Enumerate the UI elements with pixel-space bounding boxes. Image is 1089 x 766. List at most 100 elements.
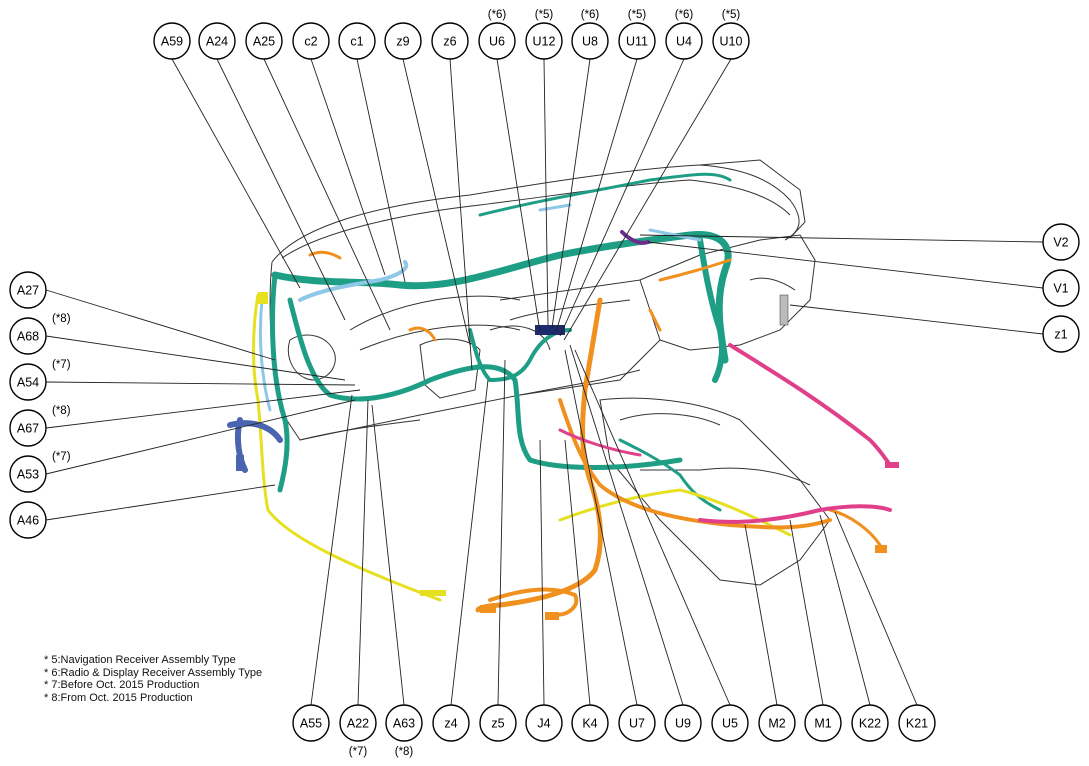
callout-c2: c2 [292, 22, 330, 60]
callout-circle [571, 22, 609, 60]
leader-line-u6 [496, 58, 541, 333]
callout-label: U10 [720, 35, 743, 49]
callout-a55: A55 [292, 704, 330, 742]
callout-u4: U4(*6) [665, 9, 703, 60]
callout-label: U6 [489, 35, 505, 49]
leader-line-m1 [789, 519, 824, 706]
callout-circle [712, 22, 750, 60]
leader-line-k22 [819, 514, 871, 706]
leader-line-a54 [45, 381, 356, 386]
callout-circle [571, 704, 609, 742]
dashboard-outline [269, 159, 831, 586]
leader-line-a25 [263, 58, 391, 331]
floor-connector-3 [875, 545, 887, 553]
callout-label: A63 [393, 717, 415, 731]
callout-label: A67 [17, 422, 39, 436]
callout-circle [618, 704, 656, 742]
callout-z4: z4 [432, 704, 470, 742]
pink-harness-center [558, 428, 642, 457]
callout-label: A24 [206, 35, 228, 49]
callout-label: c2 [304, 35, 317, 49]
yellow-harness [252, 293, 442, 602]
callout-label: A25 [253, 35, 275, 49]
callout-circle [525, 22, 563, 60]
callout-label: A55 [300, 717, 322, 731]
footnote-8: * 8:From Oct. 2015 Production [44, 691, 193, 704]
leader-line-k4 [564, 439, 591, 706]
callout-circle [851, 704, 889, 742]
callout-z5: z5 [479, 704, 517, 742]
main-harness-branch [287, 297, 683, 470]
antenna-plug [236, 455, 244, 471]
leader-line-z4 [450, 379, 489, 706]
callout-circle [479, 704, 517, 742]
callout-note: (*6) [675, 9, 694, 21]
leader-line-k21 [834, 511, 918, 706]
leader-line-u12 [543, 58, 549, 326]
callout-label: A54 [17, 376, 39, 390]
callout-circle [478, 22, 516, 60]
leader-line-a63 [371, 404, 405, 706]
callout-note: (*8) [395, 746, 414, 758]
callout-label: A53 [17, 468, 39, 482]
callout-m1: M1 [804, 704, 842, 742]
callout-circle [758, 704, 796, 742]
callout-circle [384, 22, 422, 60]
callout-circle [153, 22, 191, 60]
footnotes: * 5:Navigation Receiver Assembly Type * … [44, 654, 262, 704]
callout-label: U9 [675, 717, 691, 731]
callout-circle [292, 22, 330, 60]
callout-label: U8 [582, 35, 598, 49]
leader-line-u8 [551, 58, 591, 329]
main-harness-upper [478, 172, 732, 217]
callout-label: A59 [161, 35, 183, 49]
orange-harness-right [648, 258, 732, 332]
main-harness-right-drop [697, 237, 726, 383]
callout-z1: z1 [1042, 315, 1080, 353]
ground-connector [779, 294, 789, 326]
callout-label: U11 [626, 35, 648, 49]
callout-label: z4 [444, 717, 457, 731]
leader-line-z9 [402, 58, 471, 346]
leader-line-a68 [45, 335, 346, 381]
orange-harness-upper [308, 250, 437, 342]
callout-label: z5 [491, 717, 504, 731]
callout-z6: z6 [431, 22, 469, 60]
callout-a25: A25 [245, 22, 283, 60]
leader-line-c2 [310, 58, 386, 276]
callout-circle [898, 704, 936, 742]
callout-circle [804, 704, 842, 742]
footnote-5: * 5:Navigation Receiver Assembly Type [44, 654, 236, 666]
leader-line-a24 [216, 58, 346, 321]
leader-line-u9 [569, 344, 684, 706]
footnote-7: * 7:Before Oct. 2015 Production [44, 679, 200, 691]
callout-note: (*5) [535, 9, 554, 21]
callout-note: (*6) [488, 9, 507, 21]
leader-line-a53 [45, 399, 356, 475]
blue-harness-left [258, 298, 272, 412]
callout-j4: J4 [525, 704, 563, 742]
callout-a68: A68(*8) [9, 313, 71, 355]
callout-circle [9, 409, 47, 447]
callout-a24: A24 [198, 22, 236, 60]
leader-line-a67 [45, 389, 361, 429]
pink-end-connector [885, 462, 899, 468]
leader-line-u11 [555, 58, 638, 333]
callout-note: (*7) [52, 359, 71, 371]
callout-a59: A59 [153, 22, 191, 60]
callout-a22: A22(*7) [339, 704, 377, 758]
leader-line-a27 [45, 289, 276, 361]
callout-note: (*7) [349, 746, 368, 758]
callout-u5: U5 [711, 704, 749, 742]
leader-line-z6 [449, 58, 473, 371]
connector-blocks [236, 292, 899, 620]
callout-c1: c1 [338, 22, 376, 60]
callout-label: A46 [17, 514, 39, 528]
callout-note: (*5) [628, 9, 647, 21]
callout-v2: V2 [1042, 223, 1080, 261]
callout-label: J4 [537, 717, 550, 731]
callout-k4: K4 [571, 704, 609, 742]
callout-a67: A67(*8) [9, 405, 71, 447]
callout-label: V1 [1053, 282, 1068, 296]
